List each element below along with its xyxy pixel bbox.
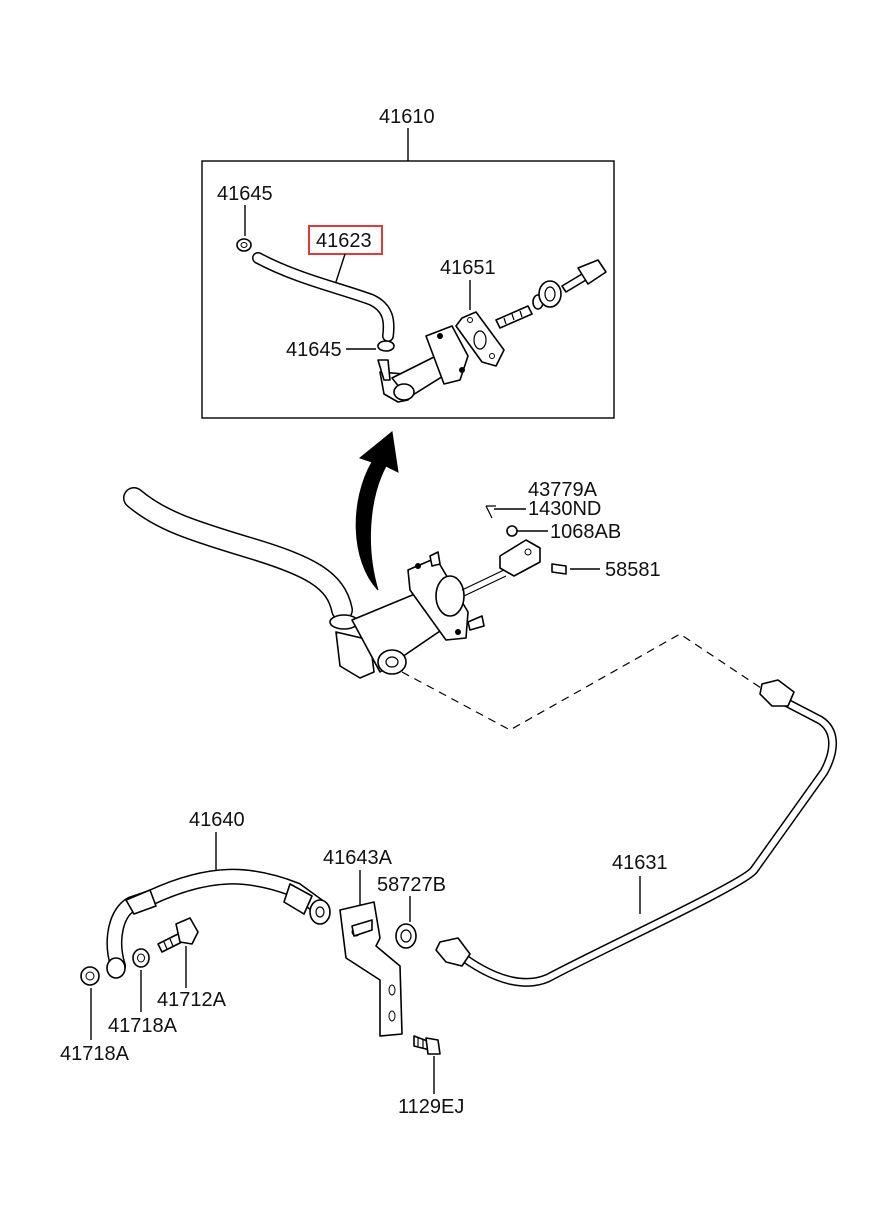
detail-arrow [355,431,399,591]
label-1129EJ[interactable]: 1129EJ [398,1096,464,1118]
label-41643A[interactable]: 41643A [323,847,393,869]
main-master-cylinder [335,551,507,679]
label-41631[interactable]: 41631 [612,852,668,874]
label-1068AB[interactable]: 1068AB [550,521,621,543]
clutch-pipe-41631 [435,679,837,987]
label-41718A-2[interactable]: 41718A [108,1015,178,1037]
master-cylinder-inset [377,325,469,403]
label-41645-top[interactable]: 41645 [217,183,273,205]
label-41718A-1[interactable]: 41718A [60,1043,130,1065]
clevis-pin [551,563,567,575]
hose-clamp-top [236,238,252,252]
connection-dashed-line [401,633,765,731]
gasket-41651 [455,311,505,367]
main-clevis [499,539,541,577]
main-reservoir-hose [123,487,353,621]
assembly-frame [201,160,615,419]
label-1430ND[interactable]: 1430ND [528,498,601,520]
label-41645-mid[interactable]: 41645 [286,339,342,361]
push-rod-inset [495,259,607,329]
bolt-1129ej [413,1035,441,1055]
washer-41718a-2 [132,948,150,968]
bracket-41643a [339,901,403,1037]
grommet-58727b [395,923,417,949]
clevis-nut [506,525,518,537]
washer-41718a-1 [80,966,100,986]
label-41623[interactable]: 41623 [316,230,372,252]
clutch-hose-41640 [106,868,331,979]
label-58581[interactable]: 58581 [605,559,661,581]
label-41610[interactable]: 41610 [379,106,435,128]
reservoir-hose [252,252,395,342]
leader-41623 [334,253,346,286]
label-41640[interactable]: 41640 [189,809,245,831]
label-41712A[interactable]: 41712A [157,989,227,1011]
highlight-box-41623 [308,225,383,255]
bolt-41712a [157,917,199,953]
label-43779A[interactable]: 43779A [528,479,598,501]
split-pin [485,505,496,519]
hose-clamp-mid [377,340,395,352]
label-41651[interactable]: 41651 [440,257,496,279]
label-58727B[interactable]: 58727B [377,874,446,896]
